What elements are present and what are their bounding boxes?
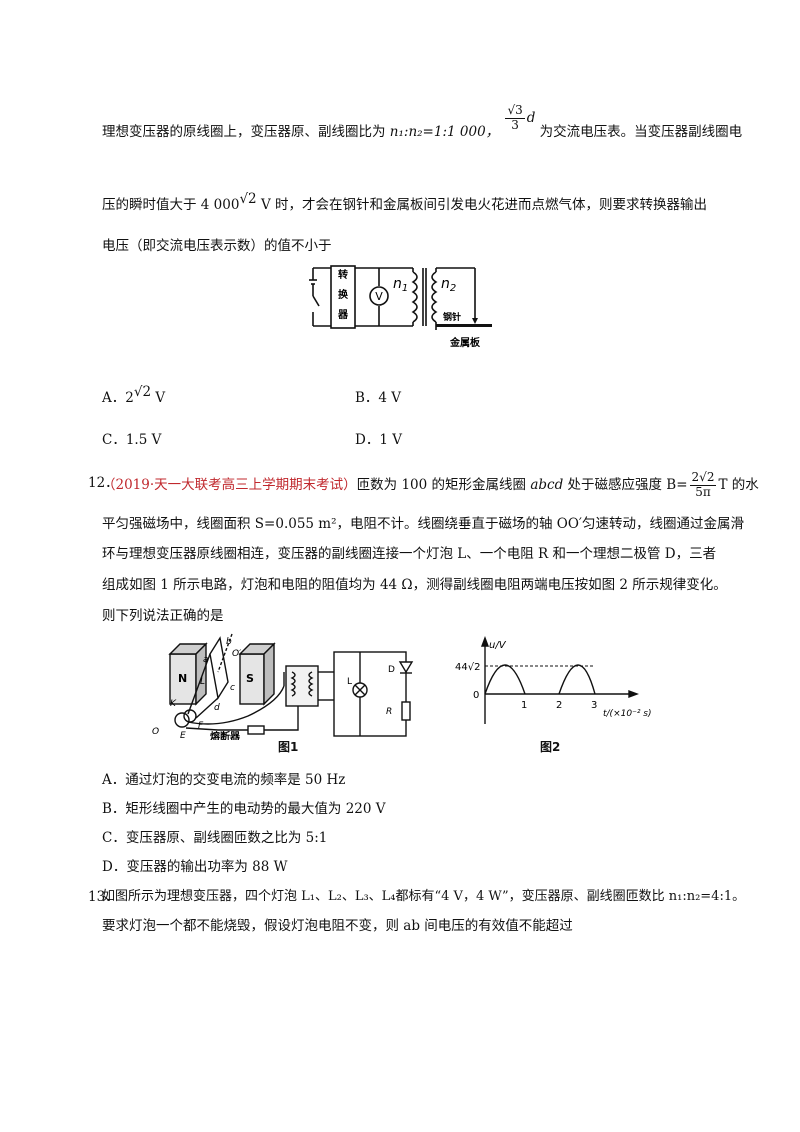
turns-ratio: n₁:n₂=1:1 000， xyxy=(389,123,500,140)
option-d[interactable]: D．1 V xyxy=(355,432,402,448)
q12-option-c[interactable]: C．变压器原、副线圈匝数之比为 5:1 xyxy=(102,830,328,846)
svg-text:换: 换 xyxy=(338,288,349,301)
question-13-number: 13． xyxy=(88,889,119,905)
svg-text:E: E xyxy=(180,731,186,740)
svg-text:d: d xyxy=(214,703,220,713)
question-12-line-2: 平匀强磁场中，线圈面积 S=0.055 m²，电阻不计。线圈绕垂直于磁场的轴 O… xyxy=(102,516,744,532)
n1-label: n1 xyxy=(393,276,408,294)
svg-text:转: 转 xyxy=(338,268,348,281)
generator-circuit-figure: N S a b c d L O′ O K F E 熔断器 L D R xyxy=(152,633,414,740)
svg-text:O: O xyxy=(152,727,159,737)
svg-text:3: 3 xyxy=(591,700,597,711)
svg-text:L: L xyxy=(347,677,352,687)
n2-label: n2 xyxy=(441,276,456,294)
fraction-sqrt3-over-3: √3 3 xyxy=(505,103,525,132)
svg-text:1: 1 xyxy=(521,700,527,711)
question-13-line-2: 要求灯泡一个都不能烧毁，假设灯泡电阻不变，则 ab 间电压的有效值不能超过 xyxy=(102,918,573,934)
question-12-line-5: 则下列说法正确的是 xyxy=(102,608,224,624)
waveform-ymax: 44√2 xyxy=(455,662,480,673)
voltmeter-label: V xyxy=(375,290,383,303)
magnet-s-label: S xyxy=(246,672,254,685)
converter-circuit-figure: 转 换 器 V n1 n2 钢针 金属板 xyxy=(309,265,492,349)
q12-option-b[interactable]: B．矩形线圈中产生的电动势的最大值为 220 V xyxy=(102,801,386,817)
waveform-x-label: t/(×10⁻² s) xyxy=(603,709,652,719)
magnet-n-label: N xyxy=(178,672,187,685)
svg-text:b: b xyxy=(226,637,232,647)
fuse-label: 熔断器 xyxy=(210,730,241,740)
svg-text:F: F xyxy=(198,721,204,731)
question-13-line-1: 如图所示为理想变压器，四个灯泡 L₁、L₂、L₃、L₄都标有“4 V，4 W”，… xyxy=(102,889,746,904)
question-12-line-4: 组成如图 1 所示电路，灯泡和电阻的阻值均为 44 Ω，测得副线圈电阻两端电压按… xyxy=(102,577,727,593)
svg-text:L: L xyxy=(200,677,205,687)
svg-text:D: D xyxy=(388,665,395,675)
svg-text:0: 0 xyxy=(473,690,479,701)
option-a[interactable]: A．2√2 V xyxy=(102,384,166,406)
question-12-number: 12． xyxy=(88,475,119,491)
svg-text:a: a xyxy=(203,655,209,665)
plate-label: 金属板 xyxy=(449,336,481,349)
paragraph-line-3: 电压（即交流电压表示数）的值不小于 xyxy=(102,238,332,254)
waveform-y-label: u/V xyxy=(489,640,507,651)
q12-option-d[interactable]: D．变压器的输出功率为 88 W xyxy=(102,859,288,875)
option-b[interactable]: B．4 V xyxy=(355,390,402,406)
needle-label: 钢针 xyxy=(443,311,461,323)
svg-text:R: R xyxy=(386,707,392,717)
option-c[interactable]: C．1.5 V xyxy=(102,432,162,448)
question-12-line-1: （2019·天一大联考高三上学期期末考试）匝数为 100 的矩形金属线圈 abc… xyxy=(102,470,759,499)
question-source: （2019·天一大联考高三上学期期末考试） xyxy=(102,476,357,493)
q12-option-a[interactable]: A．通过灯泡的交变电流的频率是 50 Hz xyxy=(102,772,346,788)
question-12-line-3: 环与理想变压器原线圈相连，变压器的副线圈连接一个灯泡 L、一个电阻 R 和一个理… xyxy=(102,546,717,562)
figure-1-caption: 图1 xyxy=(278,740,299,754)
figure-2-caption: 图2 xyxy=(540,740,561,754)
svg-text:K: K xyxy=(170,699,177,709)
fraction-b-field: 2√2 5π xyxy=(689,470,717,499)
svg-text:器: 器 xyxy=(337,309,349,321)
paragraph-line-2: 压的瞬时值大于 4 000√2 V 时，才会在钢针和金属板间引发电火花进而点燃气… xyxy=(102,191,707,213)
svg-text:c: c xyxy=(230,683,235,693)
svg-text:2: 2 xyxy=(556,700,562,711)
svg-text:O′: O′ xyxy=(232,649,241,659)
paragraph-line-1: 理想变压器的原线圈上，变压器原、副线圈比为 n₁:n₂=1:1 000， √3 … xyxy=(102,103,743,140)
voltage-waveform-figure: u/V 44√2 0 1 2 3 t/(×10⁻² s) xyxy=(455,636,652,724)
